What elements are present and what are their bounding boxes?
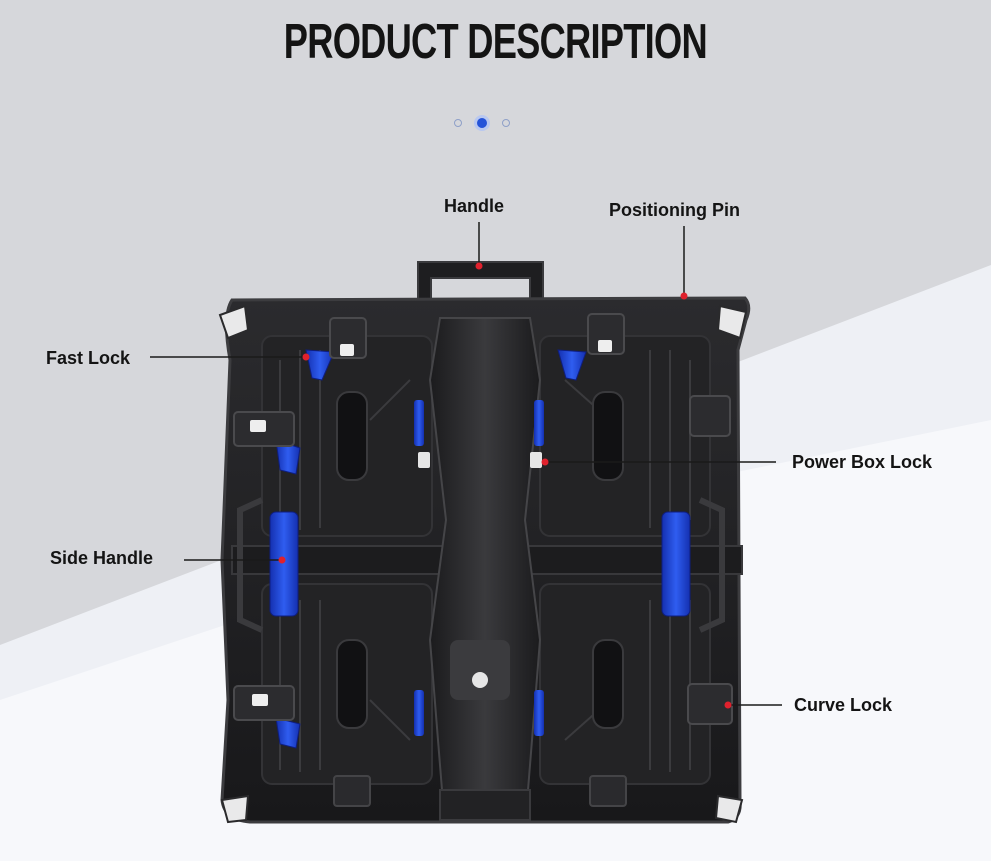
label-handle: Handle — [444, 196, 505, 216]
carousel-indicator — [450, 115, 520, 133]
callout-markers — [278, 262, 732, 709]
label-side-handle: Side Handle — [50, 548, 154, 568]
label-positioning-pin: Positioning Pin — [609, 200, 740, 220]
label-power-box-lock: Power Box Lock — [792, 452, 933, 472]
carousel-dot-3[interactable] — [502, 119, 510, 127]
label-curve-lock: Curve Lock — [794, 695, 893, 715]
page-title: PRODUCT DESCRIPTION — [283, 15, 708, 69]
callout-lines — [150, 222, 782, 706]
carousel-dot-2-active[interactable] — [474, 115, 490, 131]
label-fast-lock: Fast Lock — [46, 348, 131, 368]
carousel-dot-1[interactable] — [454, 119, 462, 127]
